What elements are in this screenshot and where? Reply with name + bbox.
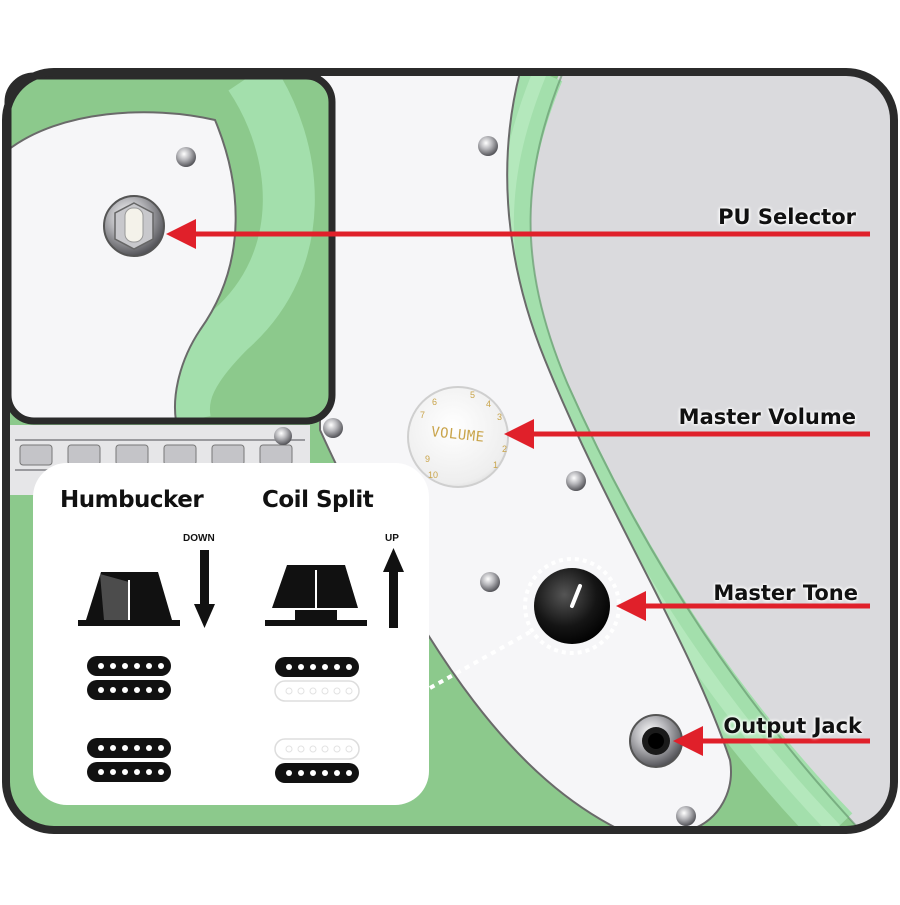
pickup-selector-switch	[103, 195, 165, 257]
down-label: DOWN	[183, 533, 215, 544]
coil-split-pickup-icon-1	[274, 657, 360, 702]
legend-coil-split-title: Coil Split	[262, 487, 374, 513]
output-jack	[629, 714, 683, 768]
humbucker-pickup-icon-2	[87, 738, 171, 782]
svg-text:9: 9	[425, 454, 430, 464]
up-label: UP	[385, 533, 399, 544]
svg-text:3: 3	[497, 412, 502, 422]
pickguard-screws	[274, 136, 696, 826]
coil-split-pickup-icon-2	[274, 738, 360, 783]
outer-frame	[2, 68, 898, 834]
pole-piece-dots	[98, 663, 352, 776]
humbucker-pickup-icon-1	[87, 656, 171, 700]
coil-split-knob-icon	[265, 565, 367, 626]
svg-text:7: 7	[420, 410, 425, 420]
svg-text:1: 1	[493, 460, 498, 470]
callout-arrows	[166, 219, 870, 756]
label-output-jack: Output Jack	[723, 714, 862, 738]
legend-humbucker-title: Humbucker	[60, 487, 204, 513]
label-master-tone: Master Tone	[713, 581, 858, 605]
humbucker-knob-icon	[78, 572, 180, 626]
legend-panel	[33, 463, 429, 805]
svg-text:2: 2	[502, 444, 507, 454]
svg-text:4: 4	[486, 399, 491, 409]
svg-text:5: 5	[470, 390, 475, 400]
down-arrow-icon	[194, 550, 215, 628]
pickguard	[319, 72, 732, 830]
svg-text:10: 10	[428, 470, 438, 480]
label-master-volume: Master Volume	[678, 405, 856, 429]
label-pu-selector: PU Selector	[718, 205, 856, 229]
svg-text:6: 6	[432, 397, 437, 407]
selector-inset	[4, 72, 336, 425]
up-arrow-icon	[383, 548, 404, 628]
